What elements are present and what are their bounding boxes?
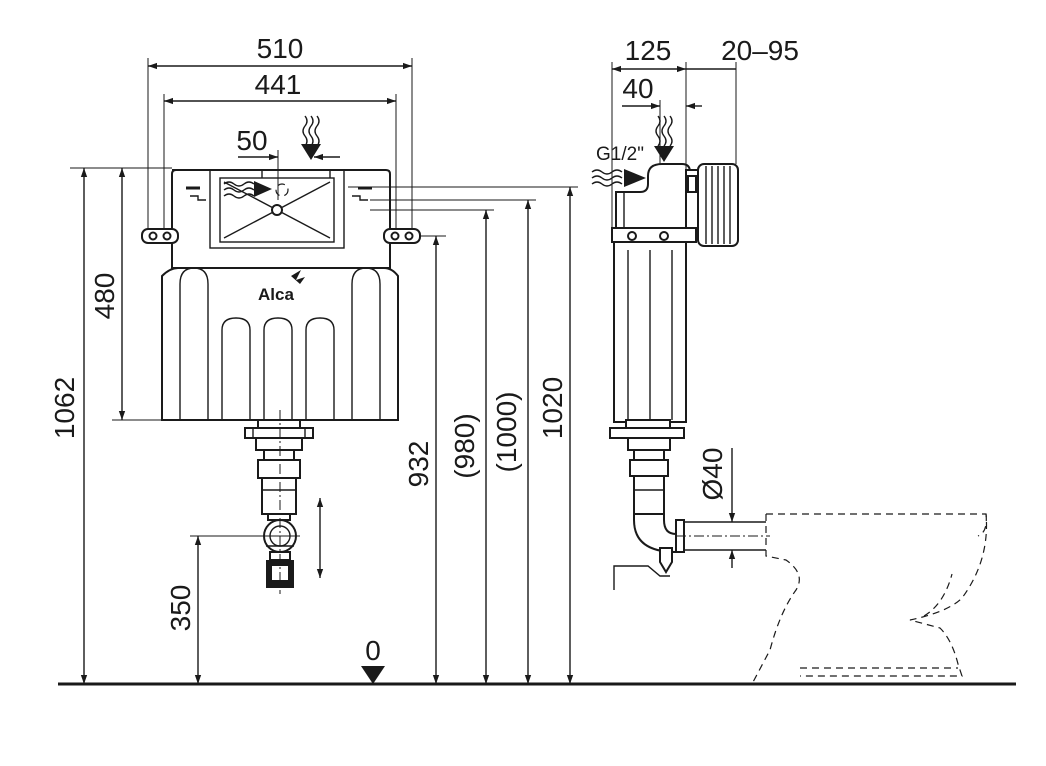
dim-height-1000: (1000) <box>370 199 536 684</box>
dim-height-tank: 480 <box>89 167 162 421</box>
dim-adjust-range: 20–95 <box>686 35 799 164</box>
height-mount-label: 932 <box>403 441 434 488</box>
height-total-label: 1062 <box>49 377 80 439</box>
dim-height-total: 1062 <box>49 167 172 684</box>
bird-logo-icon <box>291 270 305 284</box>
height-outlet-label: 350 <box>165 585 196 632</box>
height-tank-label: 480 <box>89 273 120 320</box>
depth-125-label: 125 <box>625 35 672 66</box>
depth-40-label: 40 <box>622 73 653 104</box>
floor-zero-marker: 0 <box>361 635 385 684</box>
dim-offset-inlet: 50 <box>236 125 340 200</box>
brand-logo: Alca <box>258 285 294 304</box>
pipe-diameter-label: Ø40 <box>697 448 728 501</box>
front-view-outlet <box>190 410 314 594</box>
width-outer-label: 510 <box>257 33 304 64</box>
dim-width-outer: 510 <box>147 33 413 230</box>
dim-width-inner: 441 <box>163 69 397 230</box>
offset-inlet-label: 50 <box>236 125 267 156</box>
front-view-cistern: Alca <box>141 169 421 421</box>
height-980-label: (980) <box>449 413 480 478</box>
side-water-inlet-icon: G1/2" <box>591 115 674 187</box>
dim-height-1020: 1020 <box>348 186 578 684</box>
side-view-cistern <box>609 163 739 590</box>
width-inner-label: 441 <box>255 69 302 100</box>
dim-height-980: (980) <box>370 209 494 684</box>
inlet-thread-label: G1/2" <box>596 144 644 165</box>
dim-depth-125: 125 <box>611 35 687 228</box>
dim-height-mount: 932 <box>403 235 446 684</box>
height-1000-label: (1000) <box>491 392 522 473</box>
dim-height-outlet: 350 <box>165 536 202 684</box>
side-outlet-pipe <box>676 521 770 551</box>
dim-pipe-diameter: Ø40 <box>697 448 736 568</box>
floor-zero-label: 0 <box>365 635 381 666</box>
adjust-range-label: 20–95 <box>721 35 799 66</box>
toilet-bowl-outline <box>751 513 988 685</box>
water-inlet-icon <box>223 115 321 199</box>
dim-depth-40: 40 <box>622 73 702 164</box>
height-1020-label: 1020 <box>537 377 568 439</box>
